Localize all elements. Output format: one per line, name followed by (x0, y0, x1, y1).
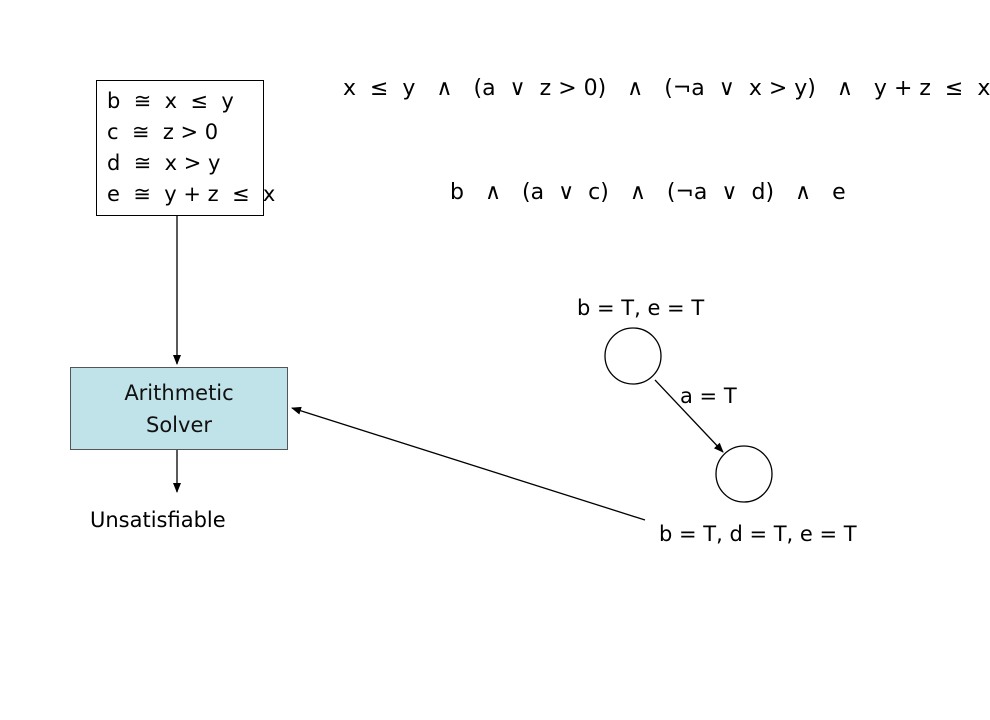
atom-definitions-box: b ≅ x ≤ y c ≅ z > 0 d ≅ x > y e ≅ y + z … (96, 80, 276, 216)
solver-label-line1: Arithmetic (124, 380, 234, 405)
formula-top: x ≤ y ∧ (a ∨ z > 0) ∧ (¬a ∨ x > y) ∧ y +… (343, 76, 990, 101)
arithmetic-solver-box: Arithmetic Solver (70, 367, 288, 450)
atom-definition-c: c ≅ z > 0 (107, 120, 219, 144)
formula-bottom: b ∧ (a ∨ c) ∧ (¬a ∨ d) ∧ e (450, 180, 846, 205)
node-bottom-label: b = T, d = T, e = T (659, 522, 857, 546)
node-top-label: b = T, e = T (577, 296, 705, 320)
connector-layer (173, 216, 773, 521)
diagram-canvas: x ≤ y ∧ (a ∨ z > 0) ∧ (¬a ∨ x > y) ∧ y +… (70, 76, 990, 546)
atom-definition-d: d ≅ x > y (107, 151, 221, 175)
edge-label: a = T (680, 384, 737, 408)
search-node-bottom (715, 445, 773, 503)
node-to-solver-arrow (291, 406, 646, 521)
solver-label-line2: Solver (146, 412, 212, 437)
result-label: Unsatisfiable (90, 508, 226, 532)
atom-definition-e: e ≅ y + z ≤ x (107, 182, 276, 206)
search-node-top (604, 327, 662, 385)
search-edge-arrow (654, 379, 724, 453)
atom-definition-b: b ≅ x ≤ y (107, 89, 234, 113)
